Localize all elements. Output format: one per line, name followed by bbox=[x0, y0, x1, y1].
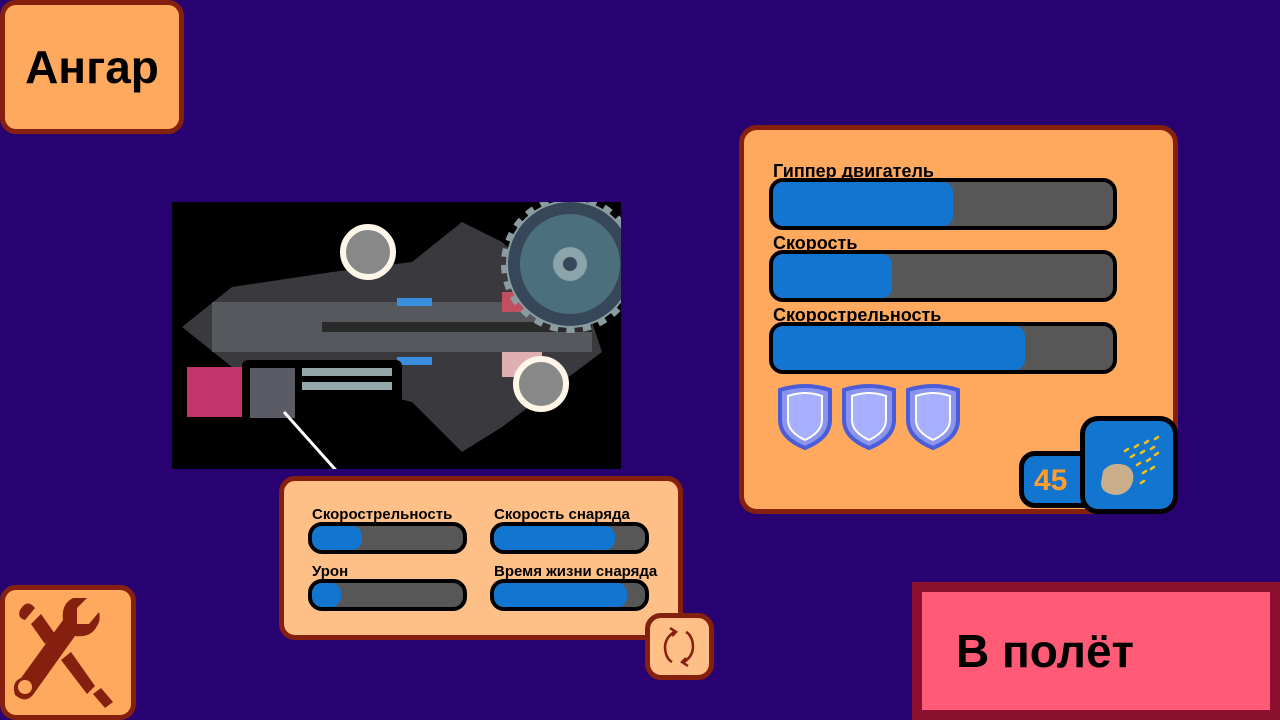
meteor-icon[interactable] bbox=[1080, 416, 1178, 514]
swap-weapon-button[interactable] bbox=[645, 613, 714, 680]
stat-fill bbox=[773, 254, 892, 298]
stat-fill bbox=[312, 526, 362, 550]
weapon-label-damage: Урон bbox=[312, 563, 349, 580]
weapon-label-firerate: Скорострельность bbox=[312, 506, 453, 523]
weapon-bar-damage bbox=[308, 579, 467, 611]
weapon-bar-projectile-speed bbox=[490, 522, 649, 554]
stat-label-speed: Скорость bbox=[773, 233, 858, 253]
stat-bar-firerate bbox=[769, 322, 1117, 374]
stat-fill bbox=[773, 182, 954, 226]
gear-slot-icon bbox=[501, 195, 639, 333]
weapon-label-projectile-speed: Скорость снаряда bbox=[494, 506, 630, 523]
ship-image bbox=[182, 222, 602, 452]
fly-button-label: В полёт bbox=[956, 625, 1135, 677]
weapon-stats-panel: Скорострельность Скорость снаряда Урон В… bbox=[279, 476, 683, 640]
weapon-bar-firerate bbox=[308, 522, 467, 554]
stat-bar-hyperdrive bbox=[769, 178, 1117, 230]
weapon-label-projectile-lifetime: Время жизни снаряда bbox=[494, 563, 658, 580]
fly-button[interactable]: В полёт bbox=[912, 582, 1280, 720]
workshop-button[interactable] bbox=[0, 585, 136, 720]
shield-icon bbox=[778, 384, 832, 450]
stat-fill bbox=[773, 326, 1025, 370]
weapon-bar-projectile-lifetime bbox=[490, 579, 649, 611]
swap-icon bbox=[663, 626, 695, 668]
weapon-slot-bottom bbox=[513, 356, 569, 412]
shield-icon bbox=[842, 384, 896, 450]
stat-fill bbox=[494, 526, 615, 550]
shield-icon bbox=[906, 384, 960, 450]
stat-label-firerate: Скорострельность bbox=[773, 305, 942, 325]
tools-icon bbox=[13, 598, 113, 708]
stat-fill bbox=[312, 583, 341, 607]
stat-label-hyperdrive: Гиппер двигатель bbox=[773, 161, 934, 181]
page-title: Ангар bbox=[0, 0, 184, 134]
weapon-slot-top bbox=[340, 224, 396, 280]
gun-icon bbox=[187, 360, 402, 418]
stat-bar-speed bbox=[769, 250, 1117, 302]
stat-fill bbox=[494, 583, 627, 607]
ship-preview bbox=[172, 195, 639, 478]
